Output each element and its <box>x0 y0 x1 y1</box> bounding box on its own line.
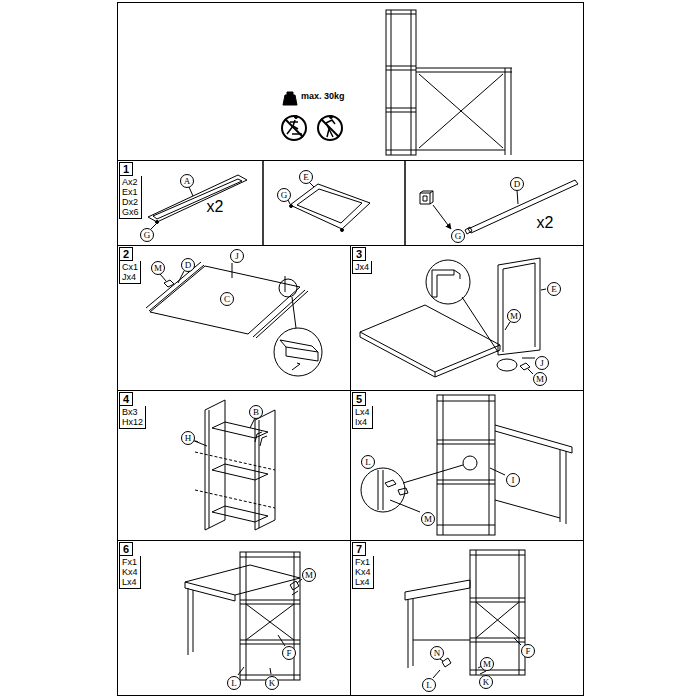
part-letter: M <box>424 515 432 524</box>
step-panel: 4Bx3 Hx12 B H <box>117 390 351 541</box>
part-callout: M <box>151 261 165 275</box>
part-callout: E <box>547 282 561 296</box>
step-panel: 7Fx1 Kx4 Lx4N M L K F <box>350 540 584 696</box>
step-number: 5 <box>352 392 366 406</box>
step-header: 1Ax2 Ex1 Dx2 Gx6 <box>119 162 142 219</box>
step-panel: 6Fx1 Kx4 Lx4MFLK <box>117 540 351 696</box>
parts-list: Fx1 Kx4 Lx4 <box>119 556 141 589</box>
step-panel: max. 30kg <box>117 2 584 161</box>
parts-list: Jx4 <box>352 261 372 274</box>
part-callout: M <box>480 657 494 671</box>
part-letter: K <box>269 679 276 688</box>
part-callout: M <box>421 512 435 526</box>
part-letter: D <box>514 180 521 189</box>
part-callout: M <box>533 372 547 386</box>
part-letter: J <box>540 359 544 368</box>
parts-list: Ax2 Ex1 Dx2 Gx6 <box>119 176 142 219</box>
step-number: 3 <box>352 247 366 261</box>
step-header: 3Jx4 <box>352 247 372 274</box>
part-callout: A <box>180 174 194 188</box>
part-callout: K <box>265 676 279 690</box>
part-callout: E <box>299 170 313 184</box>
weight-limit: max. 30kg <box>301 91 345 101</box>
part-letter: H <box>185 434 192 443</box>
part-letter: G <box>455 232 462 241</box>
part-letter: N <box>434 649 441 658</box>
part-callout: K <box>479 675 493 689</box>
part-letter: B <box>253 408 259 417</box>
quantity-label: x2 <box>537 214 554 232</box>
part-callout: J <box>230 249 244 263</box>
step-header: 7Fx1 Kx4 Lx4 <box>352 542 374 589</box>
parts-list: Bx3 Hx12 <box>119 406 146 429</box>
part-callout: H <box>181 431 195 445</box>
step-number: 7 <box>352 542 366 556</box>
part-letter: G <box>144 231 151 240</box>
part-callout: B <box>249 405 263 419</box>
step-header: 5Lx4 Ix4 <box>352 392 373 429</box>
part-letter: G <box>281 191 288 200</box>
part-letter: A <box>184 177 191 186</box>
part-callout: D <box>181 258 195 272</box>
step-number: 4 <box>119 392 133 406</box>
part-letter: L <box>426 681 432 690</box>
part-letter: C <box>224 295 230 304</box>
part-callout: M <box>302 568 316 582</box>
part-callout: J <box>535 356 549 370</box>
parts-list: Fx1 Kx4 Lx4 <box>352 556 374 589</box>
step-number: 2 <box>119 247 133 261</box>
part-letter: M <box>510 312 518 321</box>
part-letter: F <box>286 649 291 658</box>
part-callout: L <box>361 455 375 469</box>
step-header: 2Cx1 Jx4 <box>119 247 141 284</box>
step-panel: 2Cx1 Jx4 M D J C <box>117 245 351 391</box>
part-letter: M <box>483 660 491 669</box>
part-letter: K <box>483 678 490 687</box>
quantity-label: x2 <box>207 198 224 216</box>
part-callout: C <box>220 292 234 306</box>
part-callout: F <box>282 646 296 660</box>
part-letter: M <box>536 375 544 384</box>
step-panel: 5Lx4 Ix4L I M <box>350 390 584 541</box>
part-callout: F <box>521 644 535 658</box>
part-callout: I <box>506 473 520 487</box>
part-letter: L <box>365 458 371 467</box>
part-callout: L <box>227 676 241 690</box>
step-header: 6Fx1 Kx4 Lx4 <box>119 542 141 589</box>
part-callout: L <box>422 678 436 692</box>
step-panel: 1Ax2 Ex1 Dx2 Gx6 A G E G G D <box>117 160 584 246</box>
part-callout: G <box>140 228 154 242</box>
part-letter: M <box>154 264 162 273</box>
part-letter: L <box>231 679 237 688</box>
step-number: 1 <box>119 162 133 176</box>
parts-list: Cx1 Jx4 <box>119 261 141 284</box>
part-callout: G <box>277 188 291 202</box>
part-callout: G <box>451 229 465 243</box>
part-letter: D <box>185 261 192 270</box>
part-callout: D <box>510 177 524 191</box>
part-letter: E <box>303 173 309 182</box>
step-number: 6 <box>119 542 133 556</box>
part-callout: N <box>430 646 444 660</box>
step-panel: 3Jx4EMJM <box>350 245 584 391</box>
part-letter: E <box>551 285 557 294</box>
parts-list: Lx4 Ix4 <box>352 406 373 429</box>
part-letter: F <box>525 647 530 656</box>
part-letter: M <box>305 571 313 580</box>
part-letter: I <box>512 476 515 485</box>
part-letter: J <box>235 252 239 261</box>
part-callout: M <box>507 309 521 323</box>
step-header: 4Bx3 Hx12 <box>119 392 146 429</box>
